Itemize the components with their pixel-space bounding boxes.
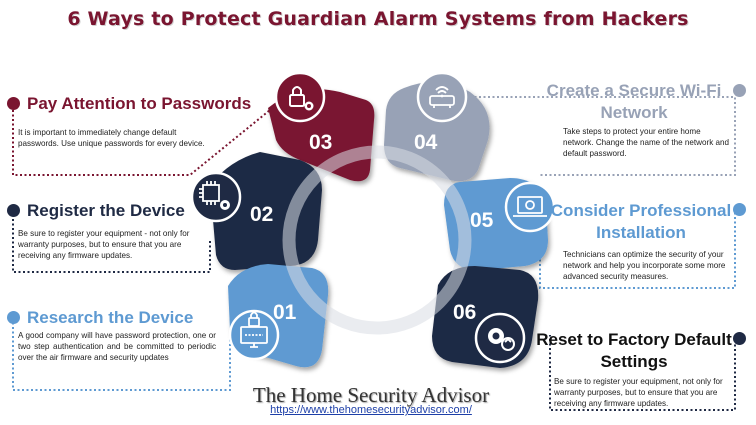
number-05: 05 xyxy=(470,209,494,232)
monitor-lock-icon xyxy=(240,311,268,348)
lock-gear-icon xyxy=(289,86,314,111)
center-ring xyxy=(282,145,472,335)
bullet-02 xyxy=(7,204,20,217)
reset-gear-icon xyxy=(488,328,515,351)
heading-passwords: Pay Attention to Passwords xyxy=(27,94,252,113)
desc-reset: Be sure to register your equipment, not … xyxy=(554,377,723,408)
desc-research: A good company will have password protec… xyxy=(18,331,216,362)
website-link[interactable]: https://www.thehomesecurityadvisor.com/ xyxy=(270,404,472,416)
connector-01 xyxy=(12,318,231,391)
chip-gear-icon xyxy=(199,181,230,210)
desc-passwords: It is important to immediately change de… xyxy=(18,128,205,148)
laptop-gear-icon xyxy=(513,196,547,217)
router-icon xyxy=(429,86,455,108)
number-01: 01 xyxy=(273,301,297,324)
page-title: 6 Ways to Protect Guardian Alarm Systems… xyxy=(67,8,689,30)
brand-name: The Home Security Advisor xyxy=(252,383,490,407)
connector-02 xyxy=(12,210,211,273)
heading-register: Register the Device xyxy=(27,201,185,220)
bullet-03 xyxy=(7,97,20,110)
desc-wifi: Take steps to protect your entire home n… xyxy=(563,127,730,158)
bullet-01 xyxy=(7,311,20,324)
bullet-04 xyxy=(733,84,746,97)
number-06: 06 xyxy=(453,301,476,324)
number-04: 04 xyxy=(414,131,438,154)
heading-research: Research the Device xyxy=(27,308,194,327)
connector-04 xyxy=(470,96,736,176)
number-02: 02 xyxy=(250,203,273,226)
desc-register: Be sure to register your equipment - not… xyxy=(18,229,190,260)
bullet-05 xyxy=(733,203,746,216)
bullet-06 xyxy=(733,332,746,345)
connector-06 xyxy=(549,335,736,411)
desc-professional: Technicians can optimize the security of… xyxy=(563,250,726,281)
connector-03 xyxy=(12,109,271,176)
number-03: 03 xyxy=(309,131,332,154)
connector-05 xyxy=(539,208,736,289)
